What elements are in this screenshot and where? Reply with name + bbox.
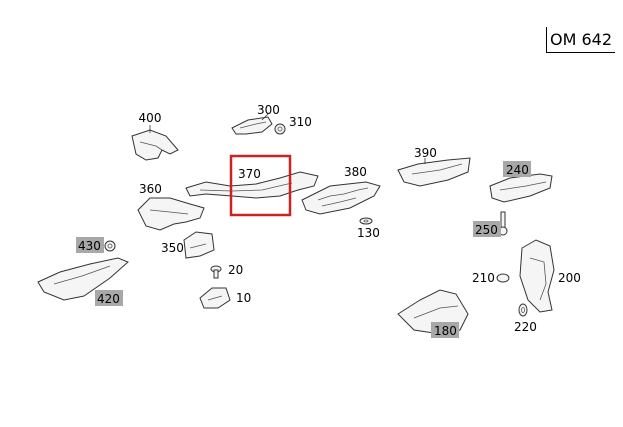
part-130-drawing[interactable] [359,217,373,225]
selection-highlight [229,154,292,217]
engine-code-label: OM 642 [546,27,615,53]
part-430-drawing[interactable] [104,240,116,252]
callout-350[interactable]: 350 [161,241,184,255]
callout-200[interactable]: 200 [558,271,581,285]
callout-420[interactable]: 420 [97,292,120,306]
label-bg-240 [503,161,531,177]
callout-240[interactable]: 240 [506,163,529,177]
callout-10[interactable]: 10 [236,291,251,305]
part-380-drawing[interactable] [301,181,381,215]
part-200-drawing[interactable] [519,239,555,313]
part-240-drawing[interactable] [489,173,553,203]
part-20-drawing[interactable] [210,265,222,279]
part-300-drawing[interactable] [231,116,273,135]
callout-130[interactable]: 130 [357,226,380,240]
callout-20[interactable]: 20 [228,263,243,277]
callout-430[interactable]: 430 [78,239,101,253]
part-370-drawing[interactable] [185,171,319,199]
callout-250[interactable]: 250 [475,223,498,237]
callout-370[interactable]: 370 [238,167,261,181]
part-390-drawing[interactable] [397,157,471,187]
part-400-drawing[interactable] [131,129,179,161]
callout-380[interactable]: 380 [344,165,367,179]
callout-220[interactable]: 220 [514,320,537,334]
label-bg-250 [473,221,501,237]
callout-360[interactable]: 360 [139,182,162,196]
label-bg-420 [95,290,123,306]
callout-310[interactable]: 310 [289,115,312,129]
part-10-drawing[interactable] [199,287,231,309]
part-420-drawing[interactable] [37,257,129,301]
callout-210[interactable]: 210 [472,271,495,285]
label-bg-430 [76,237,104,253]
part-350-drawing[interactable] [183,231,215,259]
callout-180[interactable]: 180 [434,324,457,338]
callout-390[interactable]: 390 [414,146,437,160]
part-220-drawing[interactable] [518,303,528,317]
part-210-drawing[interactable] [496,273,510,283]
callout-400[interactable]: 400 [139,111,162,125]
part-310-drawing[interactable] [274,123,286,135]
label-bg-180 [431,322,459,338]
callout-300[interactable]: 300 [257,103,280,117]
part-360-drawing[interactable] [137,197,205,231]
